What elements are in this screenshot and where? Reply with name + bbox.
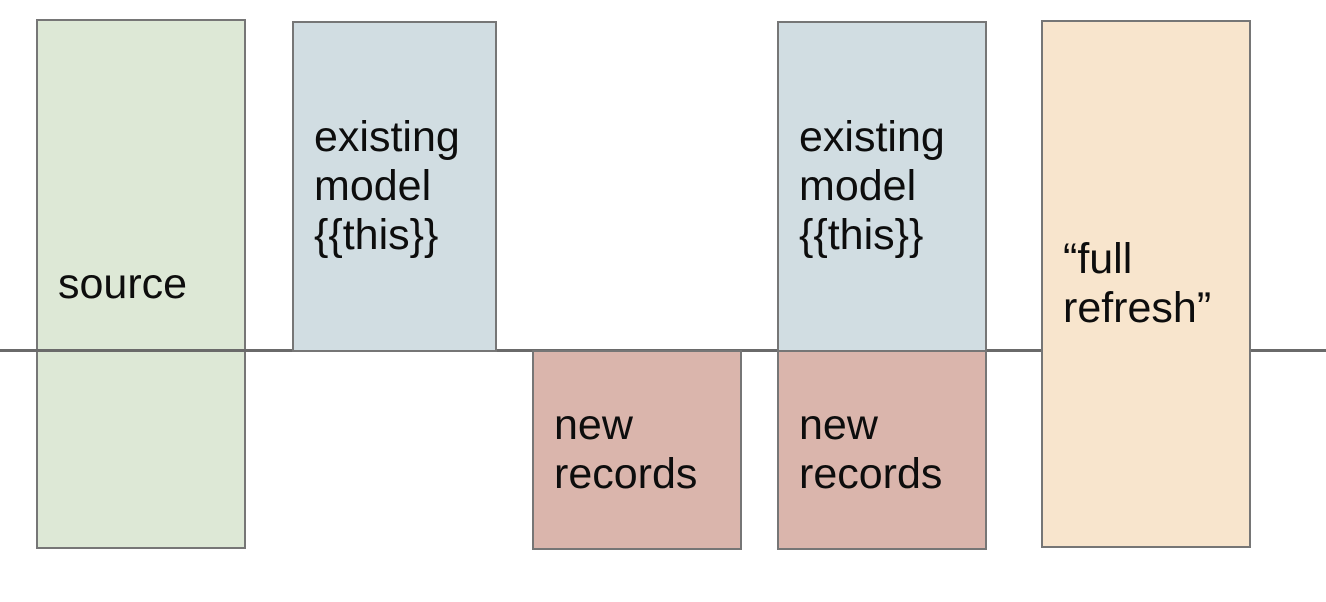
existing-model-box-2: existing model {{this}} — [777, 21, 987, 352]
existing-model-box-1: existing model {{this}} — [292, 21, 497, 352]
new-records-box-1-label: new records — [554, 401, 698, 498]
full-refresh-box-label: “full refresh” — [1063, 235, 1212, 332]
existing-model-box-1-label: existing model {{this}} — [314, 113, 460, 259]
source-box: source — [36, 19, 246, 549]
existing-model-box-2-label: existing model {{this}} — [799, 113, 945, 259]
new-records-box-2: new records — [777, 350, 987, 550]
new-records-box-2-label: new records — [799, 401, 943, 498]
new-records-box-1: new records — [532, 350, 742, 550]
source-box-label: source — [58, 259, 188, 308]
full-refresh-box: “full refresh” — [1041, 20, 1251, 548]
